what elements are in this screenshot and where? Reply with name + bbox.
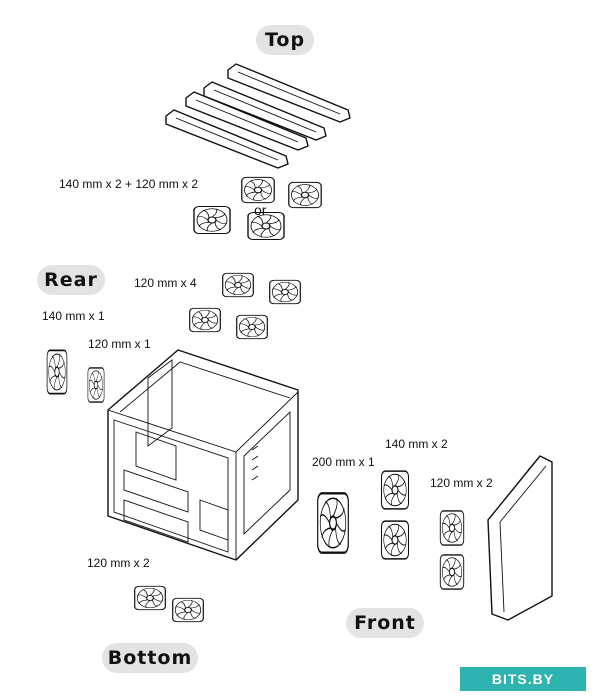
fan-icon: [46, 349, 68, 395]
section-top-label: Top: [256, 25, 314, 55]
case-chassis: [107, 349, 299, 561]
bottom-120-label: 120 mm x 2: [87, 556, 150, 570]
fan-icon: [380, 470, 410, 510]
fan-icon: [189, 307, 221, 333]
top-or-label: or: [254, 202, 267, 218]
fan-icon: [269, 279, 301, 305]
fan-icon: [439, 510, 465, 546]
top-option-b-label: 120 mm x 4: [134, 276, 197, 290]
fan-icon: [193, 205, 231, 235]
front-200-label: 200 mm x 1: [312, 455, 375, 469]
section-bottom-label: Bottom: [102, 643, 198, 673]
section-rear-label: Rear: [37, 265, 105, 295]
watermark-logo: BITS.BY: [460, 667, 586, 691]
fan-icon: [87, 367, 105, 403]
fan-icon: [134, 585, 166, 611]
top-option-a-label: 140 mm x 2 + 120 mm x 2: [59, 177, 199, 191]
fan-icon: [380, 520, 410, 560]
fan-icon: [172, 597, 204, 623]
rear-140-label: 140 mm x 1: [42, 309, 105, 323]
fan-icon: [222, 272, 254, 298]
front-120-label: 120 mm x 2: [430, 476, 493, 490]
fan-icon: [236, 314, 268, 340]
fan-icon: [288, 181, 322, 209]
section-front-label: Front: [346, 608, 424, 638]
front-panel: [487, 455, 553, 621]
front-140-label: 140 mm x 2: [385, 437, 448, 451]
fan-icon: [316, 492, 350, 554]
fan-icon: [439, 554, 465, 590]
rear-120-label: 120 mm x 1: [88, 337, 151, 351]
fan-icon: [241, 176, 275, 204]
